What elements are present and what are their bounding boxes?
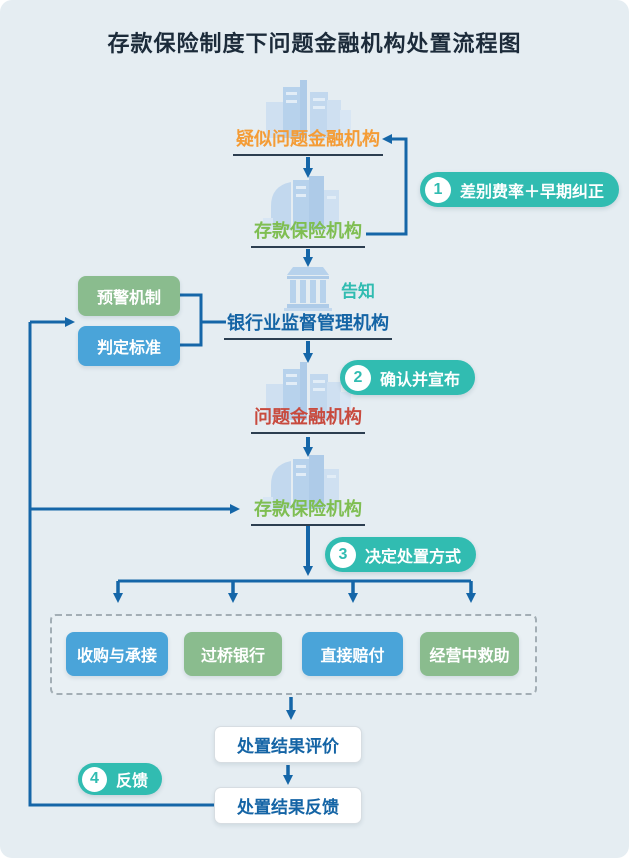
page-title: 存款保险制度下问题金融机构处置流程图 <box>107 31 522 56</box>
criteria-box: 判定标准 <box>78 326 180 366</box>
node-deposit-insurer-2: 存款保险机构 <box>251 499 365 526</box>
city-buildings-icon <box>263 455 339 509</box>
node-problem-institution: 问题金融机构 <box>251 407 365 434</box>
option-bridge-bank: 过桥银行 <box>184 632 282 676</box>
warning-mechanism-box: 预警机制 <box>78 276 180 316</box>
result-feedback-box: 处置结果反馈 <box>214 787 362 824</box>
feedback-trunk-line <box>28 322 214 807</box>
notify-label: 告知 <box>341 282 375 301</box>
step-label-2: 确认并宣布 <box>380 371 461 389</box>
step-number-2: 2 <box>345 364 371 391</box>
node-suspected-institution: 疑似问题金融机构 <box>233 129 383 156</box>
step-badge-4: 4 反馈 <box>78 763 163 795</box>
result-evaluation-box: 处置结果评价 <box>214 726 362 763</box>
step-badge-2: 2 确认并宣布 <box>340 360 476 395</box>
option-direct-payout: 直接赔付 <box>302 632 403 676</box>
step-badge-3: 3 决定处置方式 <box>325 537 477 572</box>
option-purchase-assumption: 收购与承接 <box>66 632 168 676</box>
step-label-3: 决定处置方式 <box>365 548 462 566</box>
city-buildings-icon <box>266 362 351 420</box>
step-number-1: 1 <box>425 176 451 203</box>
step-label-4: 反馈 <box>116 773 149 790</box>
step-label-1: 差别费率＋早期纠正 <box>460 183 605 201</box>
step-number-3: 3 <box>330 541 356 568</box>
bracket-warning-criteria <box>180 293 203 347</box>
option-open-bank-assistance: 经营中救助 <box>420 632 519 676</box>
node-deposit-insurer-1: 存款保险机构 <box>251 221 365 248</box>
step-badge-1: 1 差别费率＋早期纠正 <box>420 172 620 207</box>
city-buildings-icon <box>263 176 339 230</box>
bank-building-icon <box>284 267 332 311</box>
step-number-4: 4 <box>82 766 107 792</box>
node-banking-regulator: 银行业监督管理机构 <box>224 313 392 340</box>
city-buildings-icon <box>266 80 351 138</box>
